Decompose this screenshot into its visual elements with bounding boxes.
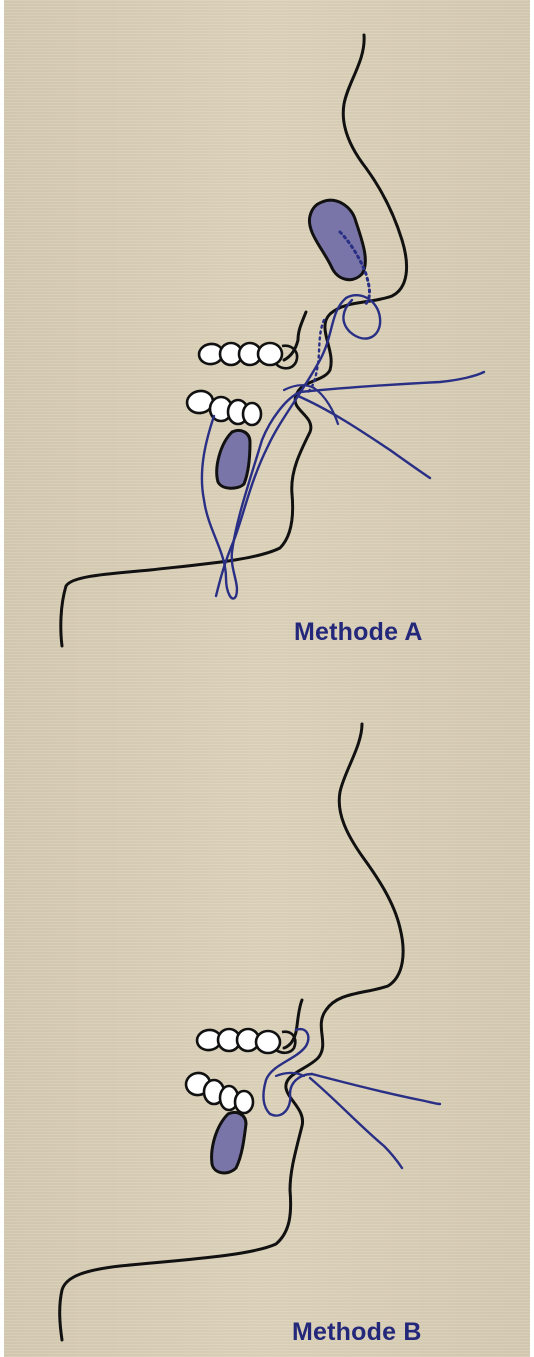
strap-right-2-b	[310, 1078, 402, 1168]
upper-teeth-a	[198, 342, 297, 368]
method-label-b: Methode B	[292, 1318, 422, 1347]
lower-pad-a	[217, 430, 250, 488]
diagram-method-b	[0, 680, 534, 1357]
strap-right-2-a	[298, 396, 430, 478]
method-label-a: Methode A	[294, 618, 423, 647]
face-profile-a	[61, 35, 407, 646]
lower-teeth-a	[185, 389, 261, 425]
lower-pad-b	[212, 1112, 246, 1172]
upper-pad-a	[309, 200, 365, 279]
panel-method-a: Methode A	[0, 0, 534, 680]
strap-right-1-b	[312, 1074, 440, 1104]
upper-gum-b	[284, 1000, 302, 1048]
diagram-method-a	[0, 0, 534, 680]
upper-teeth-b	[196, 1028, 296, 1053]
panel-method-b: Methode B	[0, 680, 534, 1357]
lower-teeth-b	[184, 1071, 253, 1113]
